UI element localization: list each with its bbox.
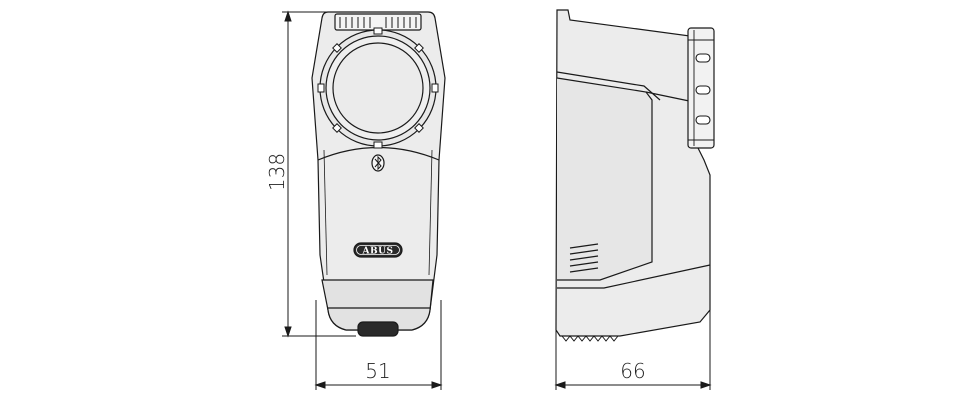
bracket-slots <box>695 53 711 125</box>
side-vent-slots <box>569 243 599 273</box>
side-lower-edge <box>557 264 711 289</box>
lower-panel <box>321 279 434 331</box>
side-bevel <box>645 91 695 103</box>
width-dimension <box>314 300 443 390</box>
bluetooth-icon <box>371 154 385 172</box>
depth-dimension <box>554 300 712 390</box>
width-dimension-label: 51 <box>365 359 390 383</box>
depth-dimension-label: 66 <box>620 359 645 383</box>
base-tab <box>357 321 399 337</box>
abus-logo: ABUS <box>353 242 403 258</box>
top-grip-ribs <box>339 17 417 28</box>
side-top-contour <box>556 71 661 101</box>
front-view: ABUS <box>311 11 446 337</box>
height-dimension-label: 138 <box>265 153 289 191</box>
side-view <box>555 9 715 342</box>
height-dimension <box>282 10 356 338</box>
knob-notches <box>317 27 439 149</box>
knob-face <box>332 42 424 134</box>
logo-text: ABUS <box>362 246 394 256</box>
side-inner-panel <box>556 77 653 281</box>
side-bottom-ridge <box>561 335 619 342</box>
